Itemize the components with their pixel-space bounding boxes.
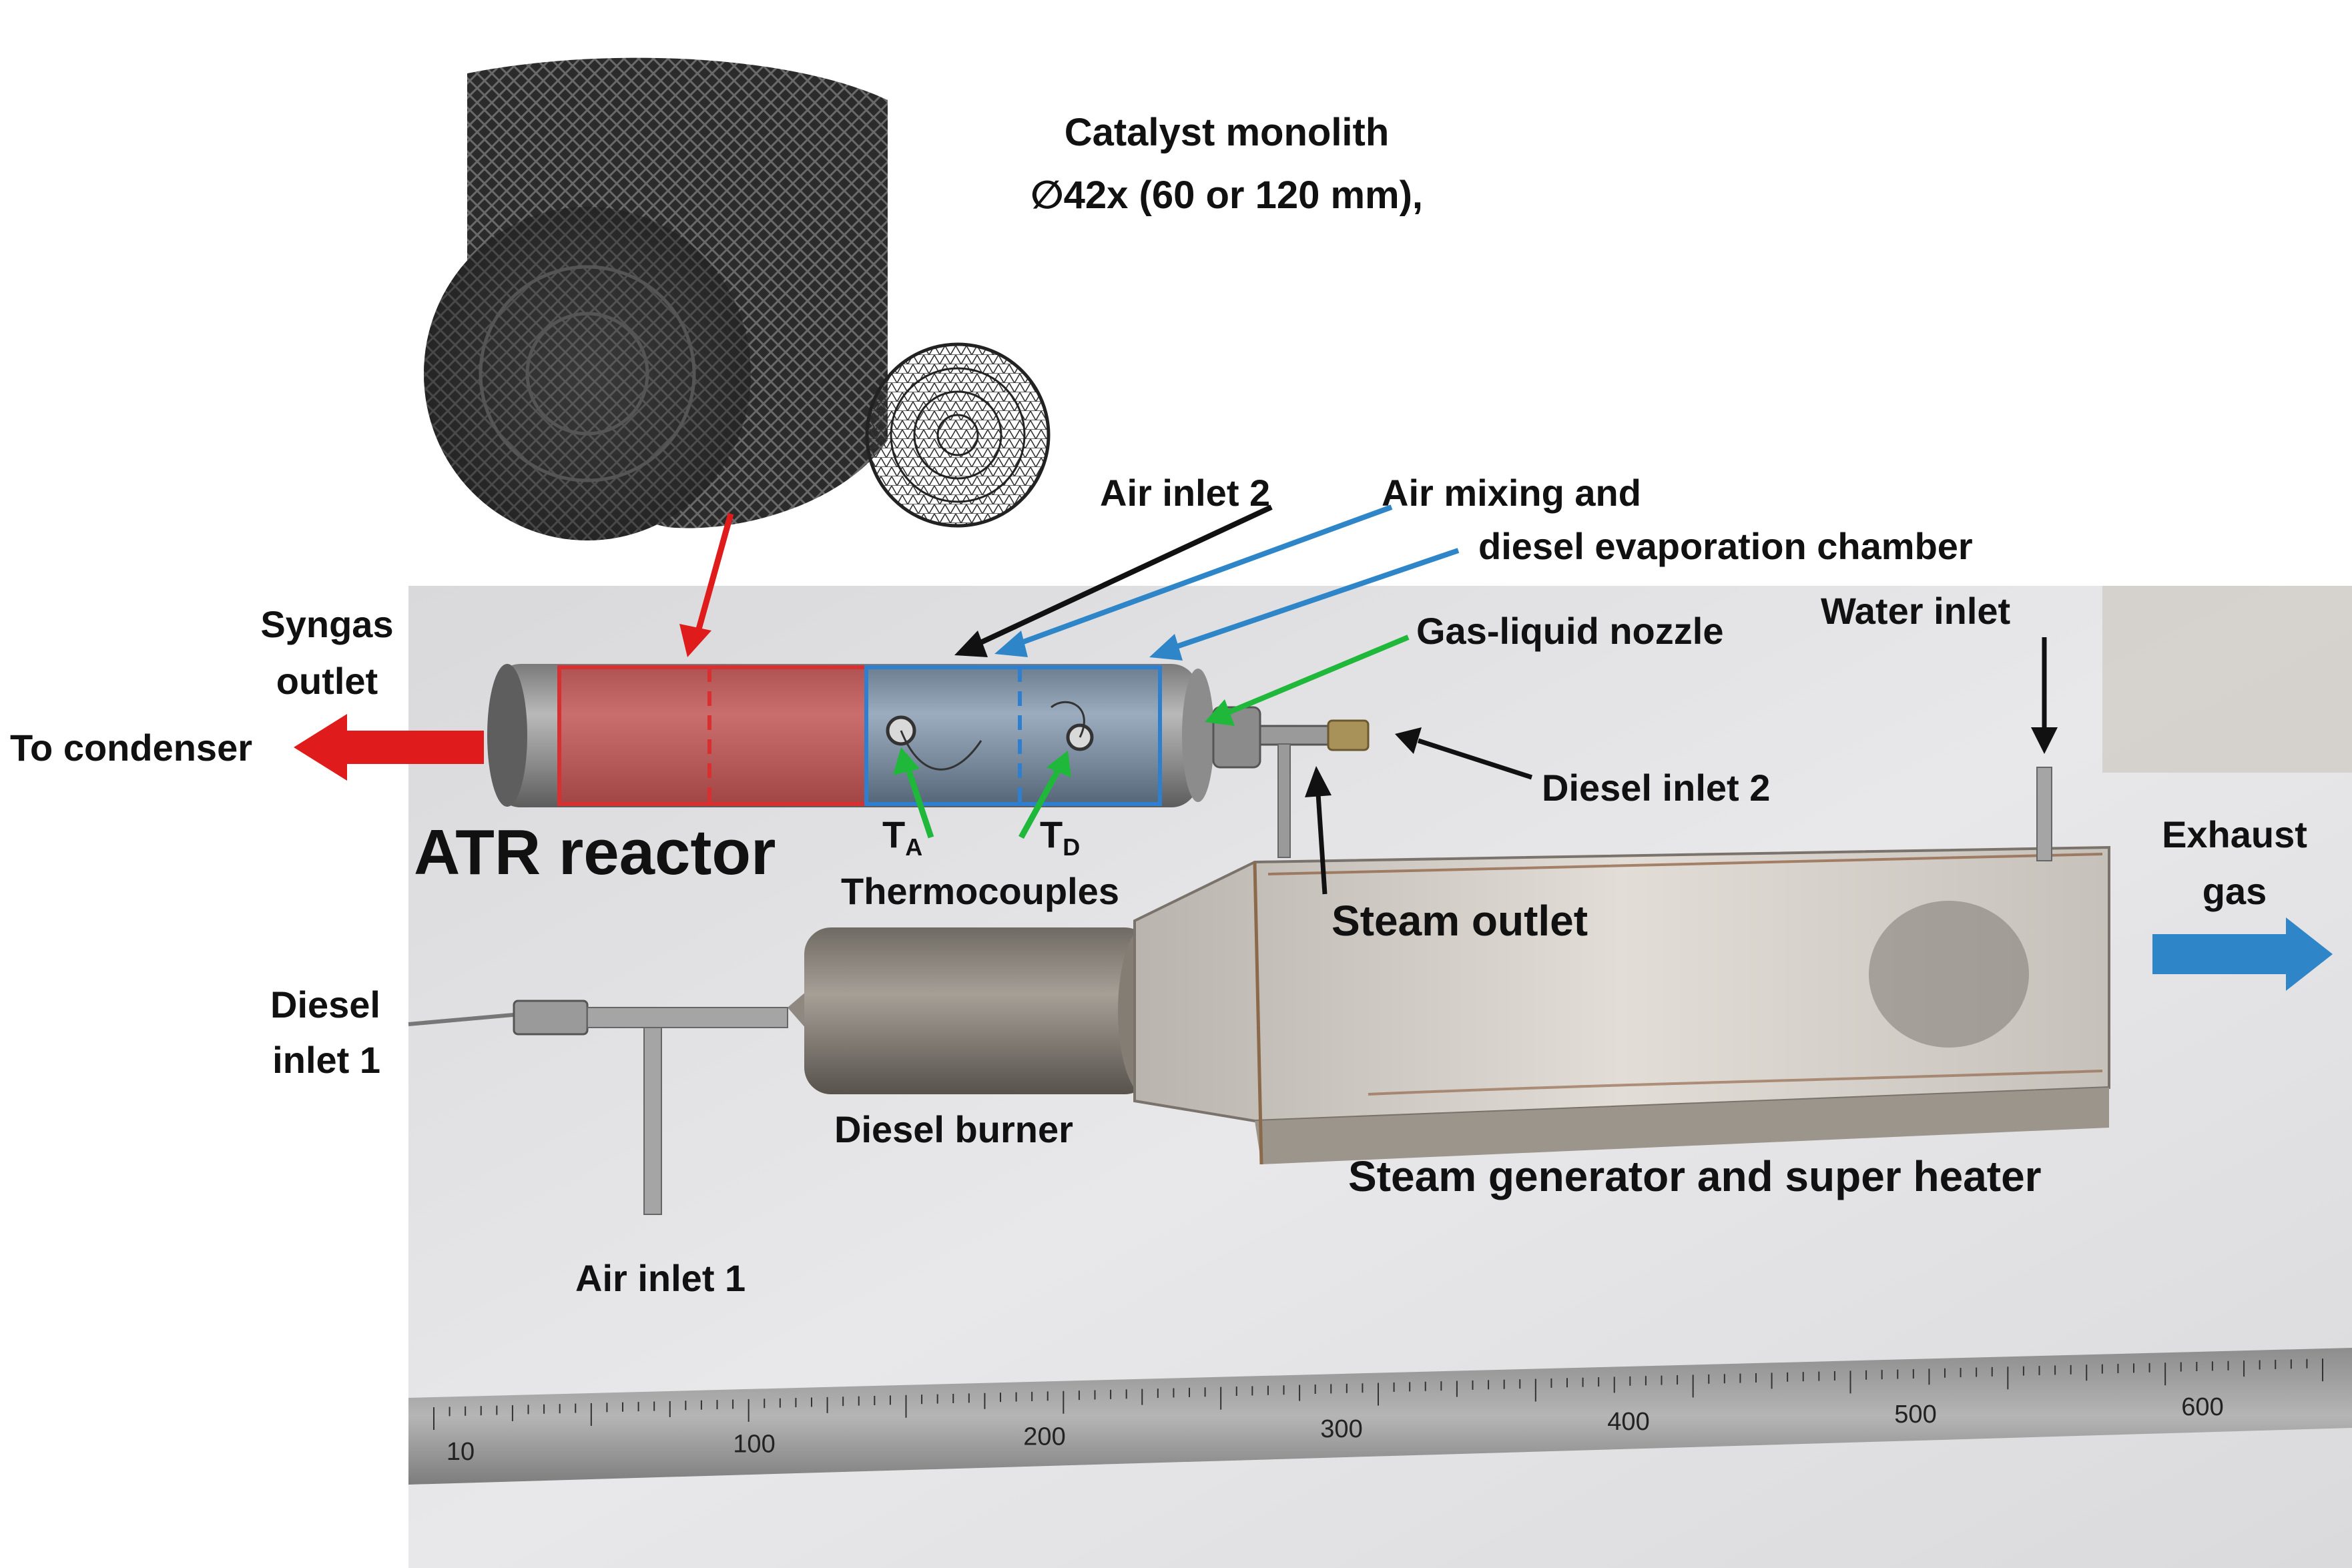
catalyst-dims-label: ∅42x (60 or 120 mm), [1031,173,1423,217]
thermocouple-d-label: TD [1040,813,1080,861]
diesel-inlet-1-label-2: inlet 1 [272,1039,380,1081]
catalyst-monolith-photo [424,57,888,540]
atr-reactor-label: ATR reactor [414,817,776,888]
ruler-labels: 10 100 200 300 400 500 600 [447,1393,2224,1466]
diesel-inlet-1-label-1: Diesel [270,984,380,1026]
catalyst-title-label: Catalyst monolith [1065,111,1390,154]
syngas-outlet-label-2: outlet [276,660,378,702]
monolith-cross-section [865,342,1051,528]
atr-reactor-tube [487,664,1214,807]
to-condenser-arrow [294,714,484,781]
steam-outlet-label: Steam outlet [1332,897,1588,945]
air-inlet-2-arrow [976,504,1273,647]
ruler-label: 500 [1894,1401,1936,1429]
air-inlet-1-label: Air inlet 1 [575,1257,746,1299]
water-inlet-label: Water inlet [1821,590,2010,632]
photo: 10 100 200 300 400 500 600 [408,586,2352,1568]
ruler-label: 200 [1023,1423,1065,1451]
thermocouple-a-arrow [904,766,934,839]
to-condenser-label: To condenser [10,727,252,769]
air-mixing-arrow-1 [1016,504,1393,647]
steam-generator-label: Steam generator and super heater [1348,1152,2042,1200]
diesel-burner-body [788,924,1178,1098]
ruler-tick-marks [433,1358,2323,1431]
thermocouple-a-sub: A [905,833,922,861]
air-mixing-label-1: Air mixing and [1382,472,1641,514]
photo-right-strip [2102,586,2352,773]
exhaust-gas-label-1: Exhaust [2162,813,2307,855]
air-mixing-arrow-2 [1173,548,1460,650]
thermocouple-a-base: T [882,813,905,855]
air-inlet-2-label: Air inlet 2 [1100,472,1270,514]
thermocouple-d-sub: D [1063,833,1080,861]
gas-liquid-nozzle-label: Gas-liquid nozzle [1416,610,1723,652]
catalyst-zone-box [557,665,868,806]
steam-generator-body [1133,767,2110,1165]
ruler-label: 100 [733,1431,775,1459]
diesel-burner-label: Diesel burner [834,1108,1073,1150]
exhaust-gas-arrow [2152,917,2333,991]
arrows [294,504,2333,991]
thermocouple-d-base: T [1040,813,1063,855]
steam-outlet-arrow [1315,793,1328,895]
diesel-line-1 [408,1000,788,1215]
labels: Catalyst monolith ∅42x (60 or 120 mm), A… [10,111,2307,1299]
ruler-label: 600 [2181,1393,2223,1421]
thermocouple-d-arrow [1018,769,1061,839]
thermocouples-label: Thermocouples [841,870,1119,912]
syngas-outlet-label-1: Syngas [260,603,393,645]
exhaust-gas-label-2: gas [2202,870,2267,912]
ruler-label: 300 [1320,1415,1362,1443]
diesel-inlet-2-arrow [1417,738,1533,780]
air-mixing-label-2: diesel evaporation chamber [1478,525,1973,567]
thermocouple-a-label: TA [882,813,922,861]
ruler-label: 10 [447,1438,475,1466]
ruler: 10 100 200 300 400 500 600 [408,1348,2352,1485]
gas-liquid-nozzle-arrow [1223,635,1410,717]
monolith-to-reactor-arrow [694,512,734,635]
water-inlet-pipe [2036,767,2052,861]
diesel-inlet-2-label: Diesel inlet 2 [1542,767,1770,809]
air-inlet-1-pipe [643,1027,662,1215]
ruler-label: 400 [1607,1408,1649,1436]
